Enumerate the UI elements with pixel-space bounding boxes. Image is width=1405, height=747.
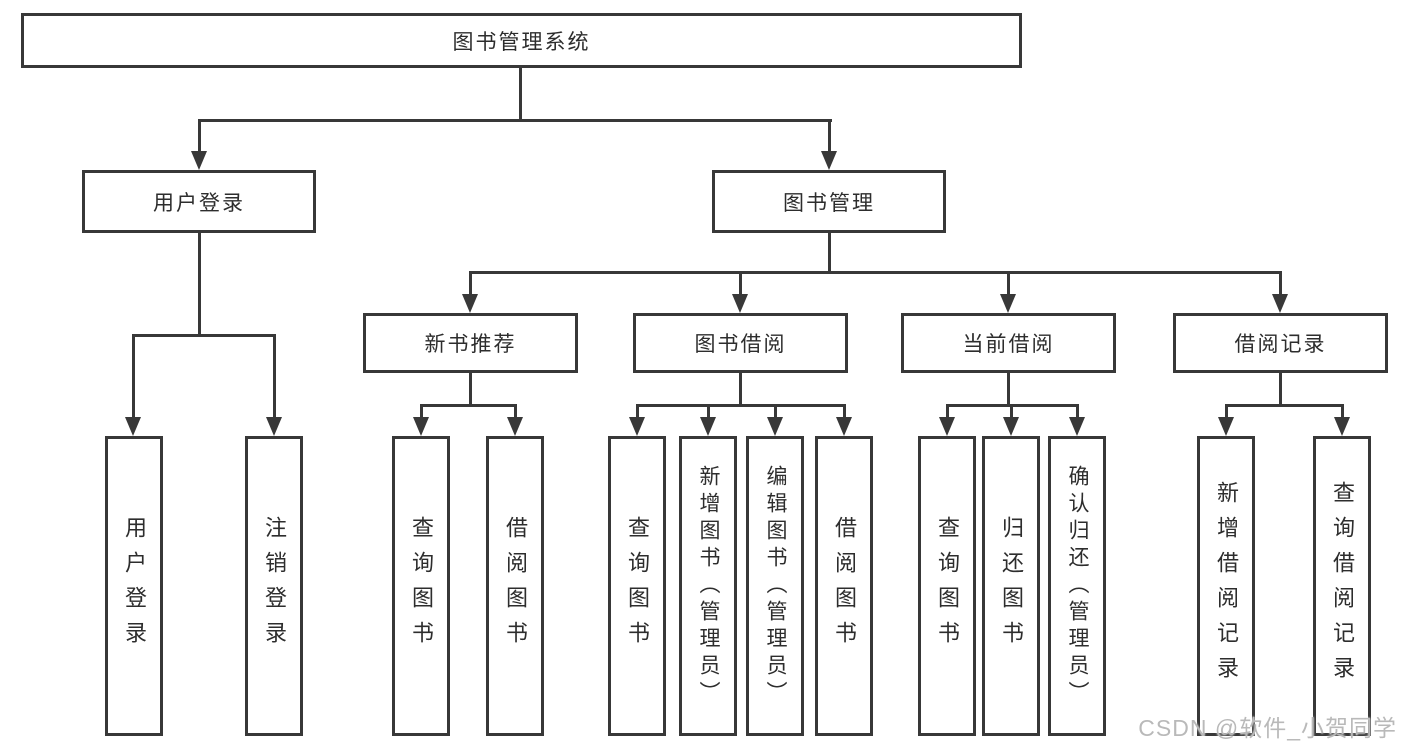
node-user-login: 用户登录 [82,170,316,233]
arrow-down-icon [125,417,141,436]
connector-line [843,404,846,419]
connector-line [132,334,135,419]
node-label: 图书借阅 [694,333,787,356]
node-add-borrow-record: 新增借阅记录 [1197,436,1255,736]
node-label: 用户登录 [122,516,147,656]
node-borrow-books-recommend: 借阅图书 [486,436,544,736]
connector-line [198,233,201,336]
arrow-down-icon [939,417,955,436]
connector-line [1076,404,1079,419]
connector-line [514,404,517,419]
connector-line [636,404,846,407]
node-label: 用户登录 [153,191,245,215]
node-book-borrowing: 图书借阅 [633,313,848,373]
arrow-down-icon [1334,417,1350,436]
connector-line [828,233,831,273]
node-label: 新增图书（管理员） [697,464,720,708]
node-query-books-borrowing: 查询图书 [608,436,666,736]
connector-line [739,373,742,406]
node-borrow-records: 借阅记录 [1173,313,1388,373]
node-logout-action: 注销登录 [245,436,303,736]
arrow-down-icon [413,417,429,436]
node-borrow-books-action: 借阅图书 [815,436,873,736]
arrow-down-icon [1218,417,1234,436]
connector-line [946,404,949,419]
node-label: 编辑图书（管理员） [764,464,787,708]
arrow-down-icon [266,417,282,436]
node-label: 借阅图书 [503,516,528,656]
connector-line [198,119,832,122]
node-user-login-action: 用户登录 [105,436,163,736]
node-label: 新书推荐 [424,333,517,356]
connector-line [132,334,276,337]
node-label: 查询图书 [409,516,434,656]
connector-line [469,271,472,296]
node-new-book-recommend: 新书推荐 [363,313,578,373]
node-label: 查询图书 [935,516,960,656]
node-label: 新增借阅记录 [1214,481,1239,691]
connector-line [1007,373,1010,406]
connector-line [828,119,831,153]
arrow-down-icon [732,294,748,313]
node-label: 查询图书 [625,516,650,656]
connector-line [707,404,710,419]
connector-line [519,68,522,122]
arrow-down-icon [821,151,837,170]
arrow-down-icon [700,417,716,436]
connector-line [1010,404,1013,419]
node-return-book-action: 归还图书 [982,436,1040,736]
node-query-books-recommend: 查询图书 [392,436,450,736]
csdn-watermark: CSDN @软件_小贺同学 [1138,715,1397,741]
arrow-down-icon [1000,294,1016,313]
arrow-down-icon [767,417,783,436]
connector-line [1225,404,1344,407]
node-add-book-admin: 新增图书（管理员） [679,436,737,736]
node-label: 注销登录 [262,516,287,656]
connector-line [420,404,423,419]
node-label: 归还图书 [999,516,1024,656]
node-label: 当前借阅 [962,333,1055,356]
connector-line [636,404,639,419]
arrow-down-icon [1003,417,1019,436]
node-query-books-current: 查询图书 [918,436,976,736]
node-current-borrowing: 当前借阅 [901,313,1116,373]
node-edit-book-admin: 编辑图书（管理员） [746,436,804,736]
connector-line [198,119,201,153]
connector-line [1225,404,1228,419]
arrow-down-icon [191,151,207,170]
connector-line [774,404,777,419]
node-label: 确认归还（管理员） [1066,464,1089,708]
node-label: 图书管理 [783,191,875,215]
connector-line [1279,271,1282,296]
node-library-system: 图书管理系统 [21,13,1022,68]
arrow-down-icon [1272,294,1288,313]
connector-line [273,334,276,419]
node-label: 借阅图书 [832,516,857,656]
node-label: 查询借阅记录 [1330,481,1355,691]
node-label: 借阅记录 [1234,333,1327,356]
node-query-borrow-record: 查询借阅记录 [1313,436,1371,736]
arrow-down-icon [629,417,645,436]
arrow-down-icon [836,417,852,436]
connector-line [739,271,742,296]
node-book-management: 图书管理 [712,170,946,233]
connector-line [1279,373,1282,406]
arrow-down-icon [507,417,523,436]
connector-line [469,373,472,406]
arrow-down-icon [462,294,478,313]
connector-line [1341,404,1344,419]
arrow-down-icon [1069,417,1085,436]
connector-line [420,404,517,407]
node-label: 图书管理系统 [452,30,591,54]
node-confirm-return-admin: 确认归还（管理员） [1048,436,1106,736]
connector-line [469,271,1282,274]
connector-line [1007,271,1010,296]
